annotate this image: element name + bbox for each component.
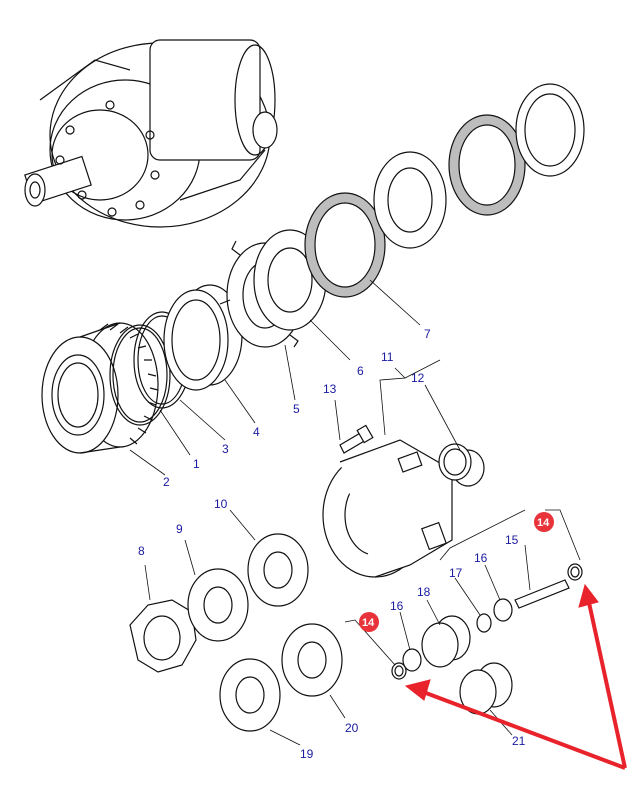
part-20-planet-gear: [281, 623, 343, 697]
part-10-planet-gear: [247, 533, 309, 607]
label-part-19: 19: [300, 747, 314, 761]
label-part-15: 15: [505, 533, 519, 547]
part-8-sun-gear: [129, 599, 197, 673]
leader-lines: [129, 279, 581, 746]
part-2-ring-gear: [41, 322, 159, 454]
label-part-17: 17: [449, 566, 463, 580]
badge-14-upper: [534, 512, 554, 532]
part-9-planet-gear: [187, 568, 249, 642]
drive-housing-assembly: [24, 39, 278, 228]
part-15-pin: [514, 579, 570, 609]
label-part-21: 21: [512, 734, 526, 748]
label-part-11: 11: [381, 350, 394, 364]
label-part-9: 9: [176, 522, 183, 536]
label-part-7: 7: [424, 327, 431, 341]
part-14-washer-upper: [567, 563, 583, 581]
label-part-13: 13: [323, 382, 337, 396]
part-16-needle-bearing-upper: [493, 598, 513, 622]
label-part-5: 5: [293, 402, 300, 416]
label-part-16-lower: 16: [390, 599, 404, 613]
part-17-spacer: [476, 613, 492, 633]
part-18-cluster-gear: [421, 615, 471, 668]
label-part-3: 3: [222, 442, 229, 456]
part-12-bushing: [438, 443, 485, 487]
highlight-arrows: [404, 583, 627, 770]
label-part-14-lower: 14: [362, 617, 375, 629]
clutch-steel-disc-upper: [373, 151, 447, 249]
label-part-20: 20: [345, 721, 359, 735]
clutch-end-disc-upper: [515, 83, 585, 177]
label-part-1: 1: [193, 457, 200, 471]
label-part-12: 12: [411, 371, 425, 385]
part-19-planet-gear: [219, 658, 281, 732]
badge-14-lower: [359, 612, 379, 632]
clutch-friction-disc-upper: [448, 114, 526, 216]
part-14-washer-lower: [391, 662, 407, 680]
label-part-10: 10: [214, 497, 228, 511]
arrowhead-upper-icon: [578, 583, 599, 608]
label-part-16-upper: 16: [474, 551, 488, 565]
part-1-o-ring: [109, 324, 171, 426]
label-part-4: 4: [253, 425, 260, 439]
arrowhead-lower-icon: [404, 679, 431, 701]
label-part-2: 2: [163, 475, 170, 489]
part-4-piston: [163, 284, 243, 391]
label-part-8: 8: [138, 544, 145, 558]
part-21-cluster-gear: [459, 662, 513, 715]
label-part-6: 6: [357, 364, 364, 378]
label-part-18: 18: [417, 585, 431, 599]
part-11-planet-carrier: [322, 439, 453, 578]
part-7-friction-disc: [304, 192, 386, 298]
part-13-bolt: [339, 424, 374, 454]
label-part-14-upper: 14: [537, 517, 550, 529]
part-16-needle-bearing-lower: [402, 648, 422, 672]
